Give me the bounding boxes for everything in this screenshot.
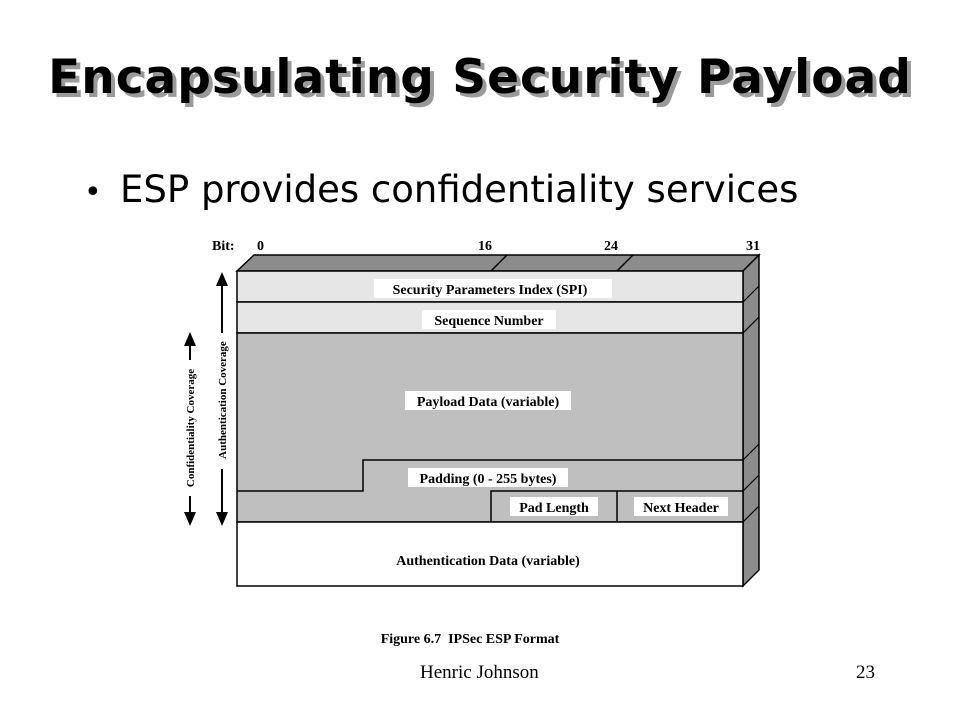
side-line-1: [742, 285, 760, 303]
field-payload-region: [236, 332, 744, 523]
label-next-header: Next Header: [643, 501, 719, 516]
conf-arrow-down-icon: [184, 512, 196, 526]
figure-caption: Figure 6.7 IPSec ESP Format: [381, 632, 560, 647]
bit-tick-0: 0: [257, 239, 264, 254]
field-authentication-data: [236, 521, 744, 587]
bullet-dot-icon: •: [84, 175, 102, 210]
label-bg-padding: [408, 468, 568, 487]
label-pad-length: Pad Length: [519, 501, 589, 516]
side-line-5: [742, 505, 760, 523]
label-payload-data: Payload Data (variable): [417, 395, 560, 410]
slide-title: Encapsulating Security Payload: [48, 50, 912, 105]
label-spi: Security Parameters Index (SPI): [393, 283, 588, 298]
confidentiality-coverage-label: Confidentiality Coverage: [185, 369, 197, 487]
conf-arrow-up-icon: [184, 332, 196, 346]
bit-tick-16: 16: [478, 239, 492, 254]
padding-padlength-boundary: [490, 490, 743, 522]
footer-author: Henric Johnson: [420, 662, 539, 683]
auth-arrow-down-icon: [216, 512, 228, 526]
top-face-divider-24: [616, 254, 634, 272]
label-sequence-number: Sequence Number: [434, 314, 543, 329]
page-number: 23: [856, 662, 875, 683]
label-authentication-data: Authentication Data (variable): [396, 554, 580, 569]
conf-label-bg: [181, 360, 199, 496]
label-bg-spi: [374, 279, 612, 298]
label-padding: Padding (0 - 255 bytes): [420, 472, 557, 487]
label-bg-payload: [405, 391, 571, 410]
bit-tick-31: 31: [746, 239, 760, 254]
bullet-text: ESP provides confidentiality services: [120, 168, 799, 211]
bit-label: Bit:: [212, 239, 235, 254]
label-bg-next-header: [634, 497, 728, 516]
diagram-side-face: [742, 253, 760, 588]
side-line-2: [742, 316, 760, 334]
side-line-4: [742, 474, 760, 492]
top-face-divider-16: [490, 254, 508, 272]
authentication-coverage-label: Authentication Coverage: [217, 341, 229, 459]
auth-label-bg: [213, 333, 231, 469]
label-bg-pad-length: [510, 497, 598, 516]
bit-tick-24: 24: [604, 239, 618, 254]
bullet-item: • ESP provides confidentiality services: [84, 168, 798, 211]
side-line-3: [742, 443, 760, 461]
auth-arrow-up-icon: [216, 272, 228, 286]
label-bg-sequence: [422, 310, 556, 329]
payload-padding-boundary: [237, 459, 743, 492]
